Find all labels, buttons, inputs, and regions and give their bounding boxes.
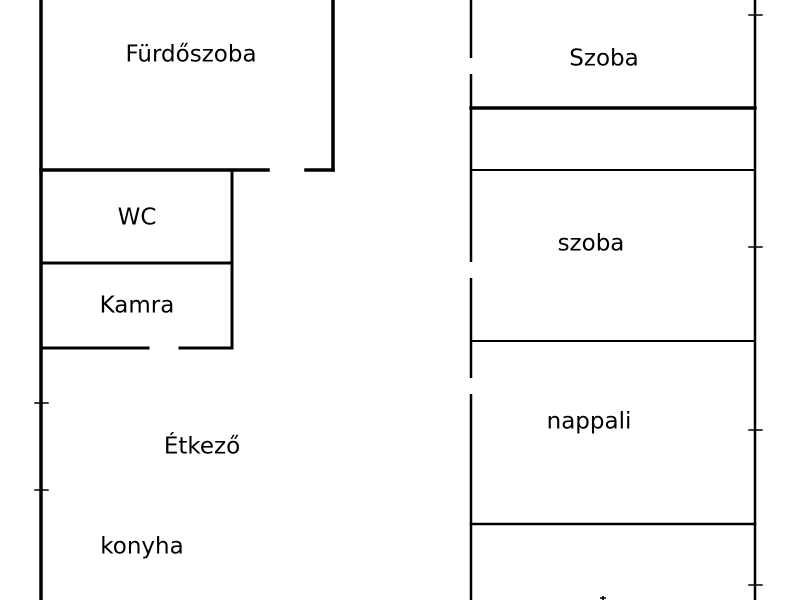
room-label-szoba-top: Szoba	[569, 46, 638, 72]
door-gap-szoba	[468, 58, 474, 74]
door-gap-szoba-mid	[468, 262, 474, 278]
room-label-konyha: konyha	[100, 534, 183, 560]
room-labels: Fürdőszoba Szoba WC szoba Kamra nappali …	[100, 42, 639, 560]
partial-label-fragment	[600, 596, 606, 600]
room-label-furdoszoba: Fürdőszoba	[125, 42, 256, 68]
door-gaps	[468, 58, 474, 394]
walls	[34, 0, 763, 600]
room-label-wc: WC	[118, 205, 157, 231]
room-label-szoba-mid: szoba	[558, 231, 625, 257]
door-gap-nappali	[468, 378, 474, 394]
room-label-etkezo: Étkező	[164, 432, 240, 460]
room-label-kamra: Kamra	[100, 293, 175, 319]
room-label-nappali: nappali	[547, 409, 632, 435]
